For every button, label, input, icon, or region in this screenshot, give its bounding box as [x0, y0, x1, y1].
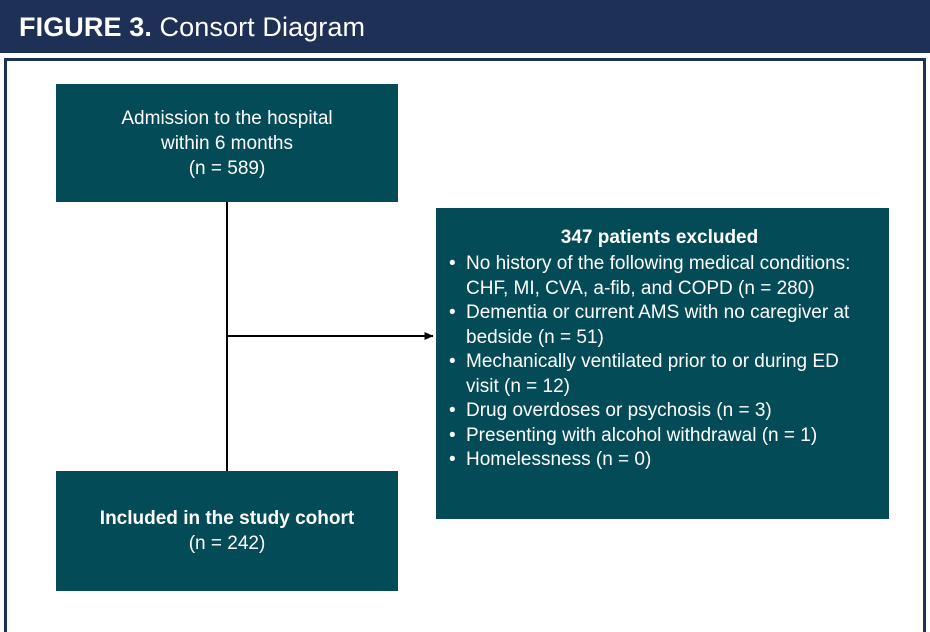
node-admission-line-3: (n = 589) [188, 157, 266, 179]
figure-frame: Admission to the hospital within 6 month… [4, 58, 926, 632]
list-item: Mechanically ventilated prior to or duri… [444, 350, 875, 399]
node-admission: Admission to the hospital within 6 month… [56, 84, 398, 202]
node-admission-line-2: within 6 months [160, 132, 293, 154]
node-included-title: Included in the study cohort [99, 508, 355, 529]
figure-header-text: FIGURE 3. Consort Diagram [19, 12, 365, 42]
list-item: No history of the following medical cond… [444, 252, 875, 301]
node-included: Included in the study cohort (n = 242) [56, 471, 398, 591]
list-item: Presenting with alcohol withdrawal (n = … [444, 424, 875, 449]
diagram-canvas: Admission to the hospital within 6 month… [7, 61, 923, 629]
node-admission-line-1: Admission to the hospital [121, 107, 333, 129]
figure-number: FIGURE 3. [19, 11, 152, 42]
page-title: Consort Diagram [159, 11, 366, 42]
node-excluded-title: 347 patients excluded [560, 227, 759, 248]
list-item: Drug overdoses or psychosis (n = 3) [444, 399, 875, 424]
list-item: Homelessness (n = 0) [444, 448, 875, 473]
figure-header-band: FIGURE 3. Consort Diagram [0, 0, 930, 53]
node-excluded: 347 patients excluded No history of the … [436, 208, 889, 519]
list-item: Dementia or current AMS with no caregive… [444, 301, 875, 350]
node-excluded-bullet-list: No history of the following medical cond… [444, 252, 875, 473]
node-included-count: (n = 242) [188, 533, 266, 554]
